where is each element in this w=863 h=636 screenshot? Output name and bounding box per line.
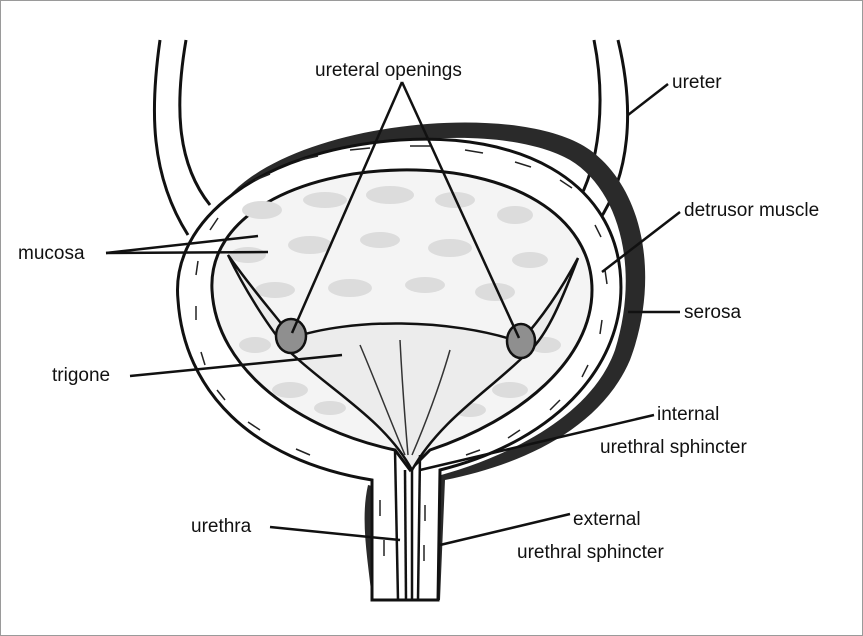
- label-ureteral-openings: ureteral openings: [315, 60, 462, 82]
- leader-ureter: [628, 84, 668, 115]
- label-detrusor-muscle: detrusor muscle: [684, 200, 819, 222]
- label-external-line2: urethral sphincter: [517, 542, 664, 564]
- leader-external-sphincter: [440, 514, 570, 545]
- label-trigone: trigone: [52, 365, 110, 387]
- leader-mucosa-2: [106, 252, 268, 253]
- label-internal-line1: internal: [657, 404, 719, 426]
- ureteral-opening-left: [276, 319, 306, 353]
- ureter-left: [154, 40, 210, 235]
- label-ureter: ureter: [672, 72, 722, 94]
- label-mucosa: mucosa: [18, 243, 85, 265]
- label-serosa: serosa: [684, 302, 741, 324]
- label-urethra: urethra: [191, 516, 251, 538]
- label-internal-line2: urethral sphincter: [600, 437, 747, 459]
- label-external-line1: external: [573, 509, 641, 531]
- ureteral-opening-right: [507, 324, 535, 358]
